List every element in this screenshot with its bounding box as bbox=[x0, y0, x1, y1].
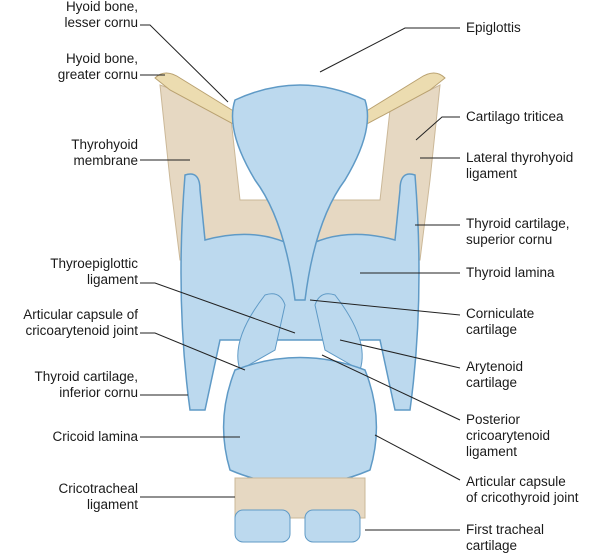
leader-lines bbox=[140, 24, 461, 531]
label-thyroid-superior-cornu: Thyroid cartilage,superior cornu bbox=[466, 216, 570, 247]
thyrohyoid-membrane bbox=[159, 84, 441, 261]
cricoid-lamina bbox=[222, 356, 378, 486]
first-tracheal-cartilage-left bbox=[234, 509, 291, 543]
first-tracheal-cartilage-right bbox=[304, 509, 361, 543]
label-cartilago-triticea: Cartilago triticea bbox=[466, 109, 564, 124]
epiglottis bbox=[231, 84, 369, 301]
label-hyoid-lesser-cornu: Hyoid bone,lesser cornu bbox=[64, 0, 138, 30]
label-thyroid-inferior-cornu: Thyroid cartilage,inferior cornu bbox=[34, 369, 138, 400]
label-cricoid-lamina: Cricoid lamina bbox=[52, 429, 138, 444]
label-epiglottis: Epiglottis bbox=[466, 20, 521, 35]
label-hyoid-greater-cornu: Hyoid bone,greater cornu bbox=[57, 51, 138, 82]
label-thyroid-lamina: Thyroid lamina bbox=[466, 265, 555, 280]
